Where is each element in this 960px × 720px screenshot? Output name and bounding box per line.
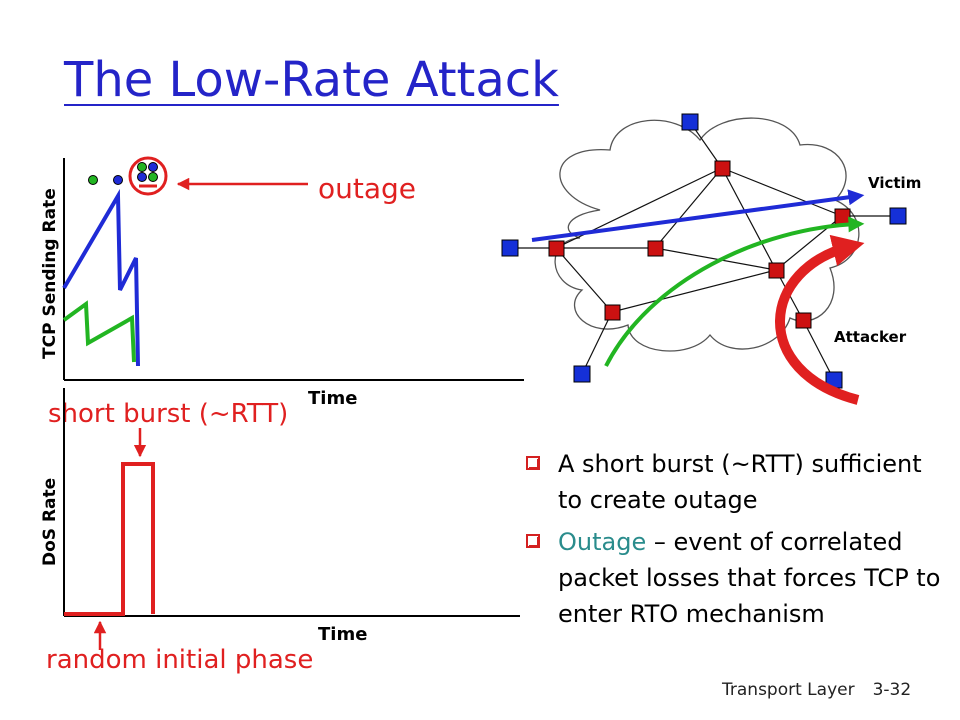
tcp-flow-green-line	[62, 300, 136, 363]
host-node	[573, 365, 591, 383]
dos-chart-y-label: DoS Rate	[40, 478, 60, 566]
host-node	[501, 239, 519, 257]
dos-burst-pulse	[64, 462, 155, 616]
bullet-checkbox-icon	[526, 456, 540, 470]
bullet-text: A short burst (~RTT) sufficient to creat…	[558, 450, 922, 514]
tcp-rate-chart: TCP Sending Rate Time outage	[40, 156, 524, 409]
random-phase-label: random initial phase	[46, 645, 313, 675]
router-node	[548, 240, 565, 257]
footer-section: Transport Layer	[722, 680, 855, 700]
bullet-list: A short burst (~RTT) sufficient to creat…	[522, 446, 952, 638]
outage-face-icon	[128, 156, 168, 196]
router-node	[604, 304, 621, 321]
dos-chart-x-label: Time	[318, 624, 367, 645]
blue-packet-dot	[113, 175, 123, 185]
slide-footer: Transport Layer 3-32	[722, 680, 911, 700]
bullet-item: Outage – event of correlated packet loss…	[522, 524, 952, 632]
router-node	[714, 160, 731, 177]
routers	[548, 160, 851, 329]
tcp-chart-x-label: Time	[308, 388, 357, 409]
slide-title: The Low-Rate Attack	[64, 52, 559, 108]
bullet-checkbox-icon	[526, 534, 540, 548]
bullet-text: – event of correlated packet losses that…	[558, 528, 941, 628]
attacker-flow-red-arrow	[775, 234, 865, 405]
tcp-chart-y-label: TCP Sending Rate	[40, 188, 60, 359]
victim-flow-blue-arrow	[531, 189, 865, 242]
victim-label: Victim	[868, 174, 921, 192]
network-diagram: Victim Attacker	[501, 113, 921, 405]
router-node	[795, 312, 812, 329]
hosts	[501, 113, 907, 389]
bullet-item: A short burst (~RTT) sufficient to creat…	[522, 446, 952, 518]
dos-rate-chart: short burst (~RTT) DoS Rate Time random …	[40, 388, 520, 675]
victim-flow-green-arrow	[604, 216, 865, 367]
bullet-term: Outage	[558, 528, 647, 556]
green-packet-dot	[88, 175, 98, 185]
network-cloud	[554, 117, 860, 352]
tcp-flow-blue-line	[62, 188, 140, 367]
router-node	[768, 262, 785, 279]
victim-host-node	[889, 207, 907, 225]
footer-page-number: 3-32	[872, 680, 912, 700]
attacker-label: Attacker	[834, 328, 907, 346]
router-node	[647, 240, 664, 257]
host-node	[681, 113, 699, 131]
short-burst-label: short burst (~RTT)	[48, 399, 288, 429]
router-node	[834, 208, 851, 225]
outage-label: outage	[318, 172, 416, 205]
